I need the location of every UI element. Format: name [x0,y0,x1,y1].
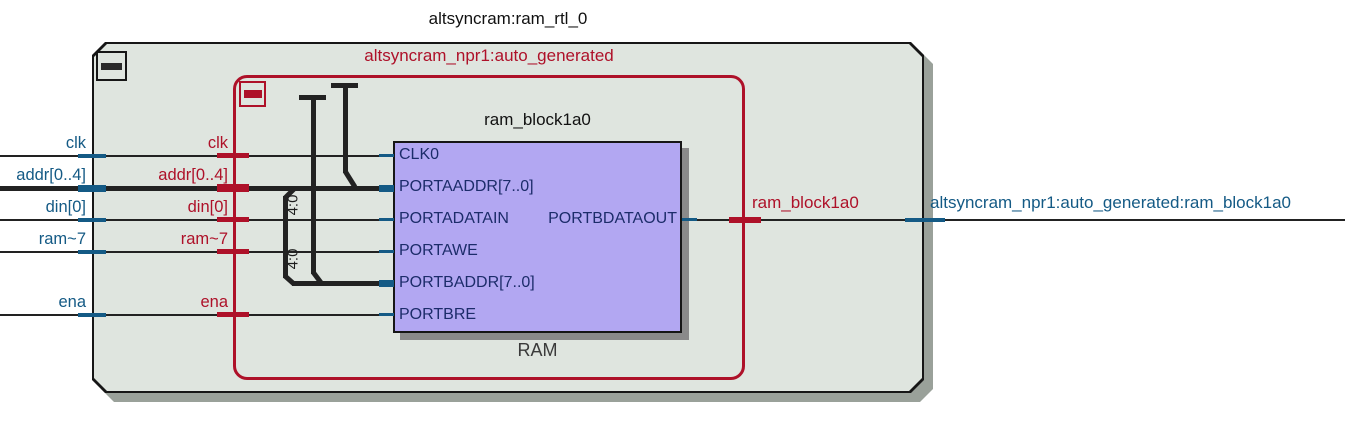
block-port-portbre: PORTBRE [399,306,477,323]
instance-box[interactable] [233,75,745,380]
block-port-marker-portbre [379,313,394,316]
port-marker-ram7 [78,250,106,254]
stub-net-1[interactable] [311,97,316,274]
port-marker-ena [78,313,106,317]
instance-pin-ram7: ram~7 [180,230,228,248]
minus-icon [243,90,262,98]
module-title: altsyncram:ram_rtl_0 [428,9,588,28]
pin-tick-ena [217,312,249,317]
net-din[interactable] [0,219,393,221]
module-collapse-button[interactable] [96,51,127,81]
ram-block-title: ram_block1a0 [484,110,591,129]
block-port-marker-portaaddr [379,185,394,192]
ram-block[interactable] [393,141,682,333]
net-output[interactable] [682,219,1345,221]
block-port-marker-portadatain [379,218,394,221]
instance-title: altsyncram_npr1:auto_generated [364,46,614,65]
minus-icon [101,62,122,70]
net-clk[interactable] [0,155,393,157]
block-port-marker-portbaddr [379,280,394,287]
bus-tap-vertical[interactable] [283,196,288,278]
bus-rip-label-1: 4:0 [284,194,302,216]
external-pin-clk: clk [65,134,86,152]
block-port-portaaddr: PORTAADDR[7..0] [399,178,534,195]
block-port-clk0: CLK0 [399,146,440,163]
pin-tick-clk [217,153,249,158]
instance-pin-din: din[0] [187,198,228,216]
instance-pin-ena: ena [200,293,228,311]
port-marker-clk [78,154,106,158]
instance-pin-clk: clk [207,134,228,152]
stub-net-1-cap [299,95,326,100]
net-ram7[interactable] [0,251,393,253]
stub-net-2[interactable] [343,85,348,173]
external-pin-ena: ena [58,293,86,311]
instance-collapse-button[interactable] [239,81,266,107]
block-port-portbaddr: PORTBADDR[7..0] [399,274,535,291]
pin-tick-din [217,217,249,222]
external-pin-addr: addr[0..4] [16,166,86,184]
external-pin-din: din[0] [45,198,86,216]
bus-rip-label-2: 4:0 [284,248,302,270]
block-port-portadatain: PORTADATAIN [399,210,509,227]
port-marker-addr [78,185,106,192]
instance-pin-addr: addr[0..4] [158,166,228,184]
external-pin-ram7: ram~7 [38,230,86,248]
stub-net-2-cap [331,83,358,88]
block-port-marker-portbdataout [682,218,697,221]
ram-type-label: RAM [517,340,558,360]
net-portbaddr-bus[interactable] [292,281,393,286]
pin-tick-ram7 [217,249,249,254]
net-addr-bus[interactable] [0,186,393,191]
block-port-portbdataout: PORTBDATAOUT [548,210,677,227]
block-port-marker-clk0 [379,154,394,157]
block-port-portawe: PORTAWE [399,242,478,259]
pin-tick-addr [217,184,249,192]
output-net-label: altsyncram_npr1:auto_generated:ram_block… [930,193,1292,212]
port-marker-output [905,218,945,222]
pin-tick-output [729,217,761,223]
net-ena[interactable] [0,314,393,316]
output-instance-label: ram_block1a0 [752,193,859,212]
port-marker-din [78,218,106,222]
block-port-marker-portawe [379,250,394,253]
